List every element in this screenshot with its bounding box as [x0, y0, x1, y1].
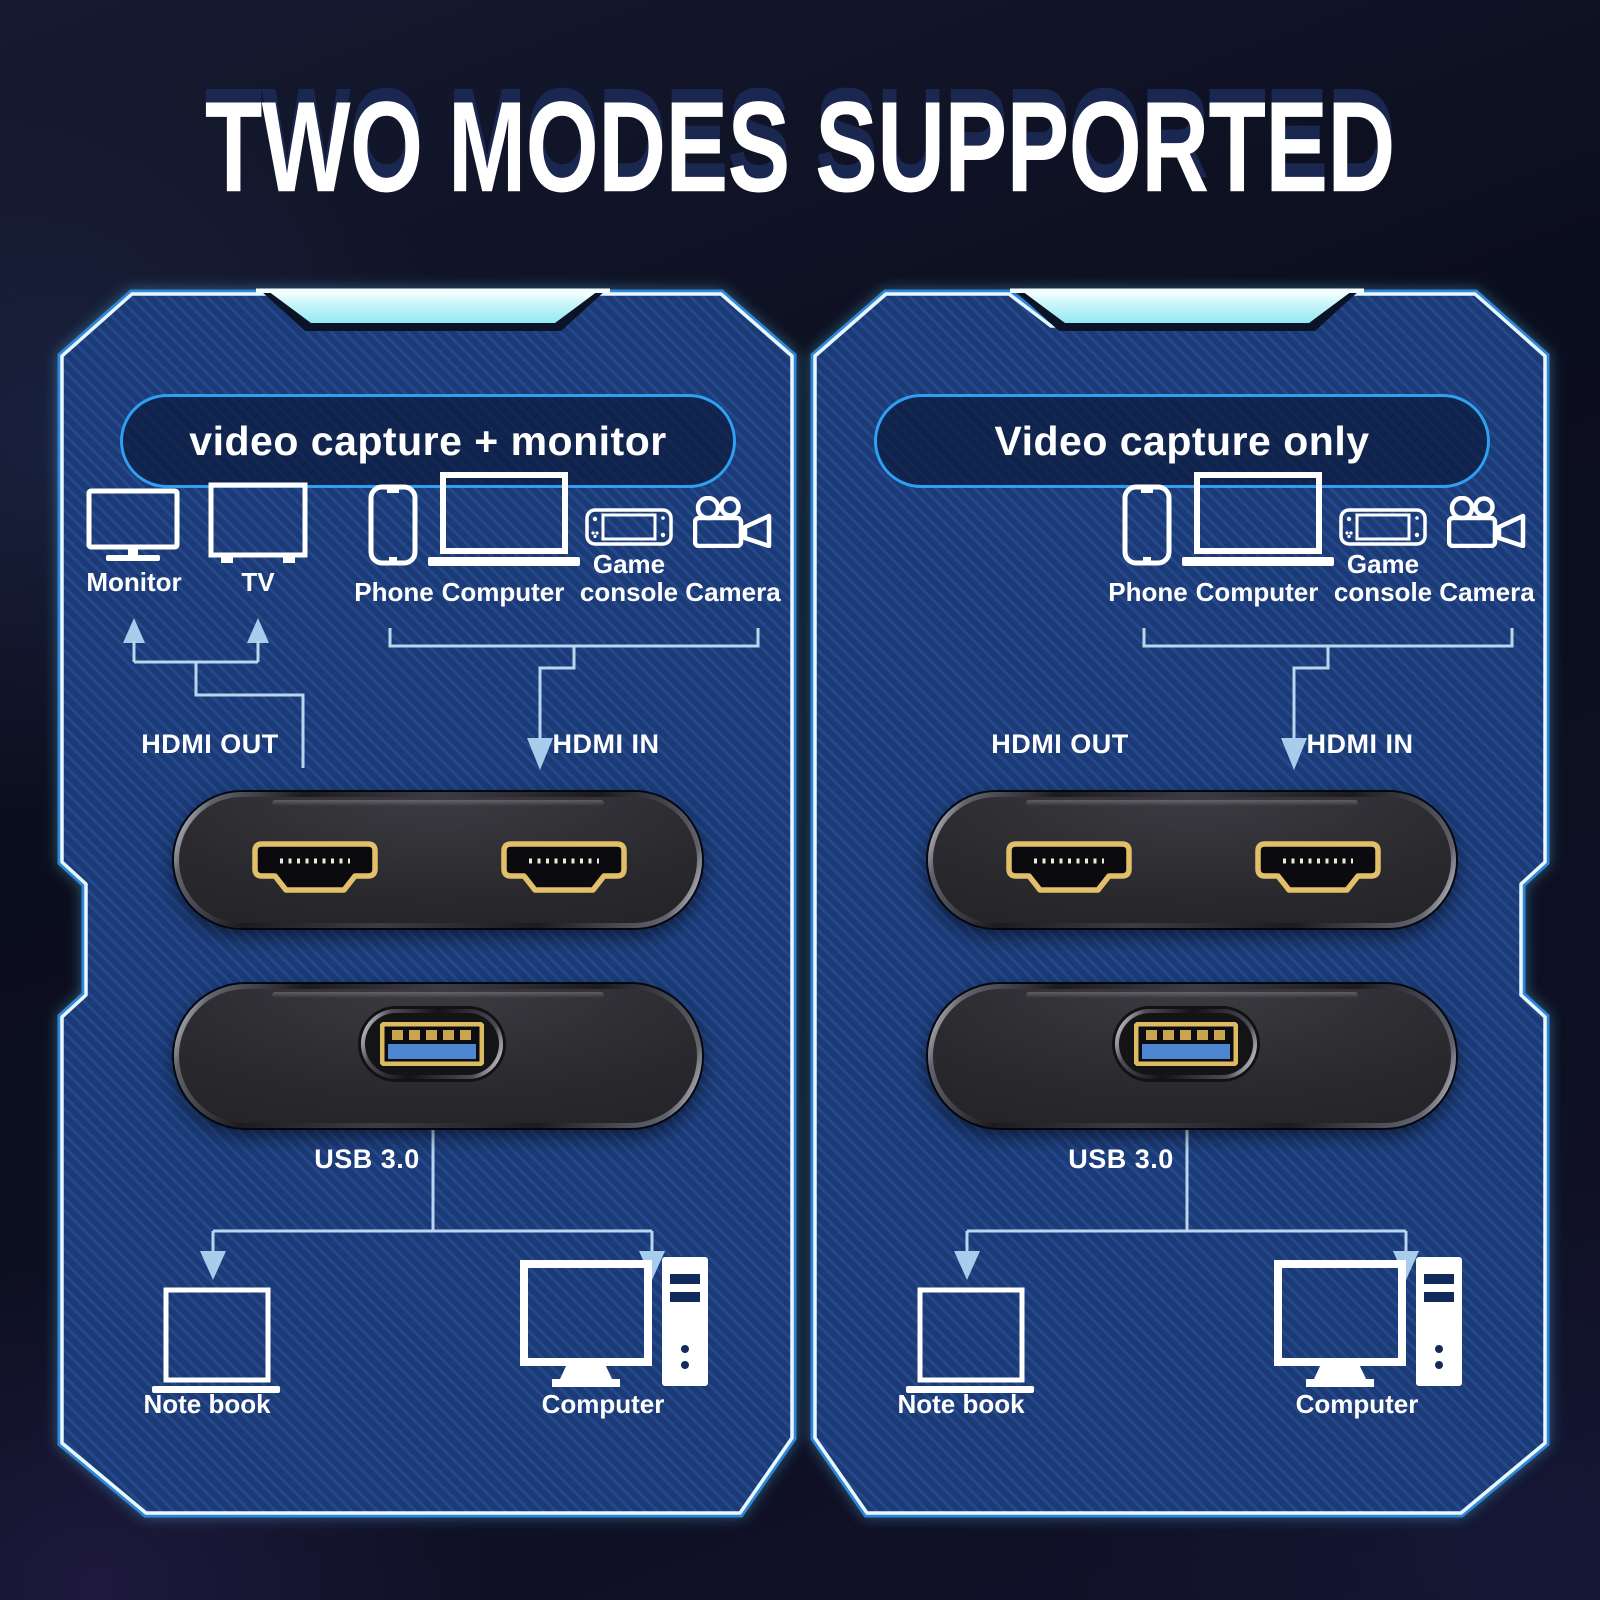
hdmi-out-label: HDMI OUT — [991, 729, 1129, 759]
game-console-icon — [585, 508, 673, 546]
usb-port — [361, 1009, 503, 1079]
device-label: Game console — [579, 549, 679, 608]
mode-badge: video capture + monitor — [120, 394, 736, 488]
device-label: Camera — [685, 577, 781, 607]
host-device-label: Note book — [143, 1389, 271, 1419]
page-title-text: TWO MODES SUPPORTED — [205, 75, 1396, 220]
host-device-label: Computer — [1295, 1389, 1419, 1419]
laptop-icon — [428, 472, 580, 568]
device-label: Phone — [354, 577, 434, 607]
hdmi-in-label: HDMI IN — [1306, 729, 1414, 759]
device-label: Camera — [1439, 577, 1535, 607]
hdmi-device — [174, 792, 702, 928]
mode-label: video capture + monitor — [189, 417, 667, 464]
phone-icon — [368, 484, 418, 566]
device-label: Game console — [1333, 549, 1433, 608]
mode-label: Video capture only — [994, 417, 1370, 464]
notebook-icon — [906, 1286, 1036, 1398]
usb-label: USB 3.0 — [314, 1144, 420, 1174]
device-label: TV — [241, 567, 275, 597]
host-device-label: Computer — [541, 1389, 665, 1419]
phone-icon — [1122, 484, 1172, 566]
hdmi-out-port-icon — [1006, 841, 1132, 893]
hdmi-out-port-icon — [252, 841, 378, 893]
desktop-computer-icon — [1272, 1252, 1472, 1392]
usb-port-icon — [1134, 1022, 1238, 1066]
notebook-icon — [152, 1286, 282, 1398]
desktop-computer-icon — [518, 1252, 718, 1392]
tv-icon — [208, 482, 308, 566]
device-label: Monitor — [86, 567, 182, 597]
video-camera-icon — [1447, 496, 1527, 548]
host-device-label: Note book — [897, 1389, 1025, 1419]
hdmi-device — [928, 792, 1456, 928]
hdmi-in-label: HDMI IN — [552, 729, 660, 759]
hdmi-out-label: HDMI OUT — [141, 729, 279, 759]
monitor-icon — [86, 488, 180, 568]
hdmi-in-port-icon — [501, 841, 627, 893]
device-label: Computer — [1195, 577, 1319, 607]
usb-port-icon — [380, 1022, 484, 1066]
laptop-icon — [1182, 472, 1334, 568]
usb-port — [1115, 1009, 1257, 1079]
device-label: Computer — [441, 577, 565, 607]
hdmi-in-port-icon — [1255, 841, 1381, 893]
video-camera-icon — [693, 496, 773, 548]
page-title: TWO MODES SUPPORTED — [0, 82, 1600, 214]
usb-label: USB 3.0 — [1068, 1144, 1174, 1174]
mode-badge: Video capture only — [874, 394, 1490, 488]
game-console-icon — [1339, 508, 1427, 546]
panel-video-capture-only: Video capture only Phone Computer Game c… — [812, 290, 1549, 1518]
device-label: Phone — [1108, 577, 1188, 607]
panel-video-capture-plus-monitor: video capture + monitor Monitor TV Phone… — [58, 290, 795, 1518]
